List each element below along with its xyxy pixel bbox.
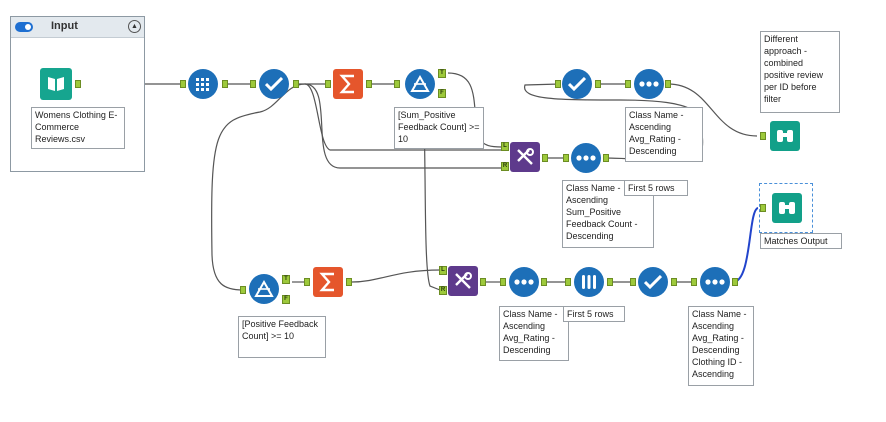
output-anchor[interactable] xyxy=(607,278,613,286)
annotation-sample-bottom: First 5 rows xyxy=(563,306,625,322)
connection-sort-final-to-browse-selected xyxy=(732,207,759,283)
output-anchor[interactable] xyxy=(603,154,609,162)
check-icon xyxy=(644,275,662,289)
formula-tool[interactable] xyxy=(562,69,592,99)
output-anchor[interactable] xyxy=(366,80,372,88)
input-anchor[interactable] xyxy=(500,278,506,286)
output-anchor[interactable] xyxy=(665,80,671,88)
browse-tool[interactable] xyxy=(770,121,800,151)
input-anchor[interactable] xyxy=(325,80,331,88)
output-anchor[interactable] xyxy=(75,80,81,88)
annotation-input-file: Womens Clothing E-Commerce Reviews.csv xyxy=(31,107,125,149)
summarize-tool[interactable] xyxy=(333,69,363,99)
output-anchor[interactable] xyxy=(293,80,299,88)
connection-sort-top-right-to-browse xyxy=(667,83,758,137)
sort-dots-icon xyxy=(705,279,725,285)
annotation-browse-output: Matches Output xyxy=(760,233,842,249)
annotation-sort-bottom: Class Name - Ascending Avg_Rating - Desc… xyxy=(499,306,569,361)
output-anchor[interactable] xyxy=(541,278,547,286)
filter-triangle-icon xyxy=(254,280,274,297)
join-tool[interactable] xyxy=(510,142,540,172)
true-anchor[interactable]: T xyxy=(438,69,446,78)
select-columns-icon xyxy=(196,78,209,91)
output-anchor[interactable] xyxy=(542,154,548,162)
sample-tool[interactable] xyxy=(574,267,604,297)
true-anchor[interactable]: T xyxy=(282,275,290,284)
annotation-sample-middle: First 5 rows xyxy=(624,180,688,196)
right-anchor[interactable]: R xyxy=(439,286,447,295)
join-icon xyxy=(517,148,534,165)
annotation-sort-top-right: Class Name - Ascending Avg_Rating - Desc… xyxy=(625,107,703,162)
selection-box xyxy=(759,183,813,233)
input-anchor[interactable] xyxy=(394,80,400,88)
container-toggle[interactable] xyxy=(15,22,33,32)
container-header[interactable]: Input ▲ xyxy=(11,17,144,38)
connection-formula-to-join-right xyxy=(304,83,505,169)
input-anchor[interactable] xyxy=(630,278,636,286)
input-anchor[interactable] xyxy=(760,204,766,212)
left-anchor[interactable]: L xyxy=(439,266,447,275)
annotation-filter-top: [Sum_Positive Feedback Count] >= 10 xyxy=(394,107,484,149)
input-anchor[interactable] xyxy=(563,154,569,162)
input-anchor[interactable] xyxy=(304,278,310,286)
join-icon xyxy=(455,272,472,289)
connection-formula-to-join-left xyxy=(304,83,505,151)
annotation-filter-bottom: [Positive Feedback Count] >= 10 xyxy=(238,316,326,358)
output-anchor[interactable] xyxy=(480,278,486,286)
binoculars-icon xyxy=(779,202,795,214)
formula-tool[interactable] xyxy=(638,267,668,297)
formula-tool[interactable] xyxy=(259,69,289,99)
sort-tool[interactable] xyxy=(634,69,664,99)
container-body xyxy=(11,38,144,171)
right-anchor[interactable]: R xyxy=(501,162,509,171)
browse-tool[interactable] xyxy=(772,193,802,223)
annotation-sort-final: Class Name - Ascending Avg_Rating - Desc… xyxy=(688,306,754,386)
input-anchor[interactable] xyxy=(760,132,766,140)
comment-box: Different approach - combined positive r… xyxy=(760,31,840,113)
input-data-tool[interactable] xyxy=(40,68,72,100)
join-tool[interactable] xyxy=(448,266,478,296)
output-anchor[interactable] xyxy=(595,80,601,88)
input-anchor[interactable] xyxy=(691,278,697,286)
sample-tubes-icon xyxy=(582,275,596,289)
left-anchor[interactable]: L xyxy=(501,142,509,151)
filter-tool[interactable] xyxy=(405,69,435,99)
check-icon xyxy=(265,77,283,91)
filter-tool[interactable] xyxy=(249,274,279,304)
input-anchor[interactable] xyxy=(625,80,631,88)
input-anchor[interactable] xyxy=(555,80,561,88)
output-anchor[interactable] xyxy=(222,80,228,88)
sort-dots-icon xyxy=(576,155,596,161)
sigma-icon xyxy=(319,272,334,292)
select-tool[interactable] xyxy=(188,69,218,99)
book-icon xyxy=(48,77,64,91)
input-anchor[interactable] xyxy=(180,80,186,88)
connection-summarize-bottom-to-join xyxy=(351,269,441,283)
false-anchor[interactable]: F xyxy=(282,295,290,304)
connection-formula-to-filter-bottom xyxy=(211,83,306,291)
input-anchor[interactable] xyxy=(565,278,571,286)
collapse-icon[interactable]: ▲ xyxy=(128,20,141,33)
binoculars-icon xyxy=(777,130,793,142)
input-anchor[interactable] xyxy=(240,286,246,294)
sort-dots-icon xyxy=(639,81,659,87)
sort-tool[interactable] xyxy=(571,143,601,173)
input-anchor[interactable] xyxy=(250,80,256,88)
summarize-tool[interactable] xyxy=(313,267,343,297)
false-anchor[interactable]: F xyxy=(438,89,446,98)
output-anchor[interactable] xyxy=(732,278,738,286)
output-anchor[interactable] xyxy=(346,278,352,286)
sort-dots-icon xyxy=(514,279,534,285)
sort-tool[interactable] xyxy=(509,267,539,297)
sort-tool[interactable] xyxy=(700,267,730,297)
container-title: Input xyxy=(51,20,78,32)
filter-triangle-icon xyxy=(410,75,430,92)
check-icon xyxy=(568,77,586,91)
output-anchor[interactable] xyxy=(671,278,677,286)
sigma-icon xyxy=(339,74,354,94)
